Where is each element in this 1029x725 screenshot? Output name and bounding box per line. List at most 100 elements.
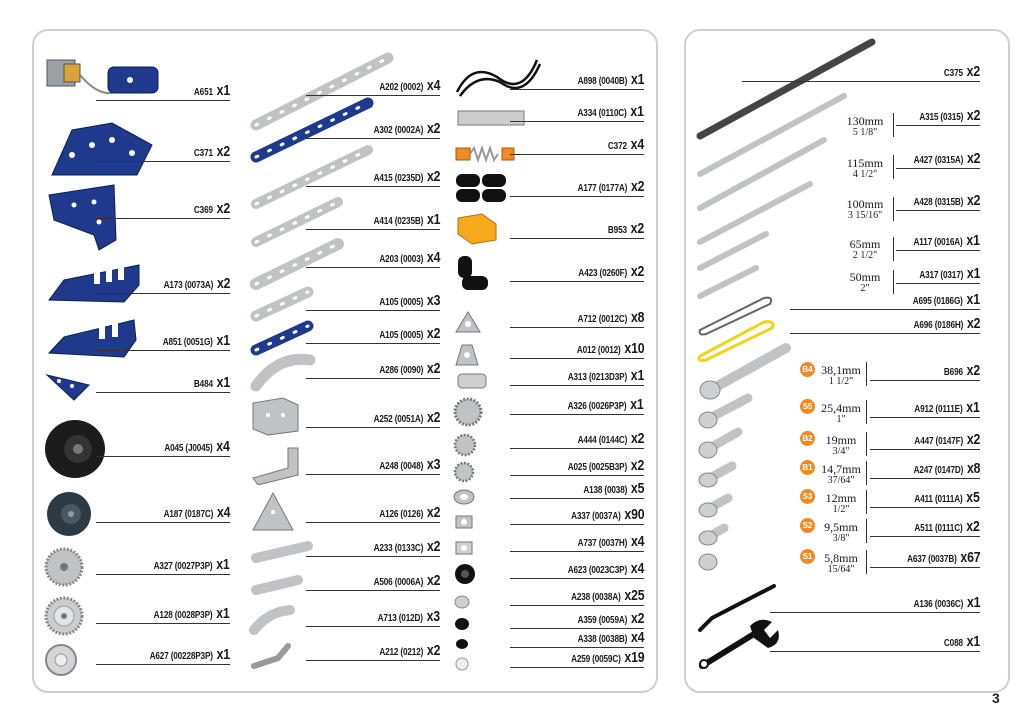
part-row: A511 (0111C) x2 [870, 518, 980, 537]
part-code: A317 (0317) x1 [919, 265, 980, 282]
part-code: A177 (0177A) x2 [577, 178, 644, 195]
part-code: A623 (0023C3P) x4 [567, 560, 645, 577]
part-code: B696 x2 [943, 362, 980, 379]
part-row: A212 (0212) x2 [306, 642, 440, 661]
part-code: A302 (0002A) x2 [373, 120, 440, 137]
part-code: A423 (0260F) x2 [578, 263, 644, 280]
part-row: A415 (0235D) x2 [306, 168, 440, 187]
wheel-icon [47, 492, 91, 536]
coupling-icon [458, 256, 488, 290]
part-row: A447 (0147F) x2 [870, 431, 980, 450]
part-row: A326 (0026P3P) x1 [510, 396, 644, 415]
bolt-icon [698, 461, 737, 488]
size-badge: S5 [800, 399, 815, 414]
part-row: A334 (0110C) x1 [510, 103, 644, 122]
part-code: A427 (0315A) x2 [913, 150, 980, 167]
bolt-icon [698, 523, 729, 546]
part-code: A511 (0111C) x2 [914, 518, 980, 535]
part-row: A627 (00228P3P) x1 [96, 646, 230, 665]
part-row: A851 (0051G) x1 [96, 332, 230, 351]
strip-icon [250, 52, 394, 131]
part-row: C375 x2 [742, 63, 980, 82]
divider [866, 461, 868, 485]
divider [866, 519, 868, 543]
size-badge: S1 [800, 549, 815, 564]
part-row: A105 (0005) x2 [306, 325, 440, 344]
part-code: A173 (0073A) x2 [163, 275, 230, 292]
part-code: B953 x2 [607, 220, 644, 237]
divider [866, 362, 868, 386]
rod-icon [697, 93, 847, 177]
divider [893, 197, 895, 221]
bush-icon [455, 618, 469, 630]
plate-icon [252, 491, 294, 531]
part-code: A105 (0005) x2 [379, 325, 440, 342]
divider [866, 432, 868, 456]
part-code: A415 (0235D) x2 [373, 168, 440, 185]
part-code: A105 (0005) x3 [379, 292, 440, 309]
collar-icon [457, 373, 487, 389]
bracket-icon [455, 311, 481, 333]
divider [893, 113, 895, 137]
belt-icon [698, 296, 773, 336]
part-row: A428 (0315B) x2 [896, 192, 980, 211]
wheel-icon [45, 420, 105, 478]
part-row: A414 (0235B) x1 [306, 211, 440, 230]
part-row: A423 (0260F) x2 [510, 263, 644, 282]
gear-icon [453, 397, 483, 427]
size-badge: B4 [800, 362, 815, 377]
part-code: A315 (0315) x2 [919, 107, 980, 124]
gear-icon [453, 461, 475, 483]
part-code: C371 x2 [193, 143, 230, 160]
part-code: C369 x2 [193, 200, 230, 217]
block-icon [457, 213, 497, 245]
divider [866, 550, 868, 574]
part-code: A233 (0133C) x2 [373, 538, 440, 555]
part-row: A238 (0038A) x25 [510, 587, 644, 606]
part-row: A286 (0090) x2 [306, 360, 440, 379]
part-row: A506 (0006A) x2 [306, 572, 440, 591]
part-row: A117 (0016A) x1 [896, 232, 980, 251]
nut-icon [455, 515, 473, 529]
part-row: A173 (0073A) x2 [96, 275, 230, 294]
size-badge: B1 [800, 460, 815, 475]
part-row: A138 (0038) x5 [510, 480, 644, 499]
part-code: A851 (0051G) x1 [162, 332, 230, 349]
washer-icon [454, 595, 470, 609]
part-row: A302 (0002A) x2 [306, 120, 440, 139]
size-badge: B2 [800, 431, 815, 446]
part-row: C369 x2 [96, 200, 230, 219]
part-row: A315 (0315) x2 [896, 107, 980, 126]
divider [866, 490, 868, 514]
part-code: C372 x4 [607, 136, 644, 153]
part-code: A128 (0028P3P) x1 [154, 605, 230, 622]
part-code: A414 (0235B) x1 [373, 211, 440, 228]
part-code: A444 (0144C) x2 [577, 430, 644, 447]
washer-icon [453, 489, 475, 505]
part-row: B696 x2 [870, 362, 980, 381]
part-row: A259 (0059C) x19 [510, 649, 644, 668]
part-row: B484 x1 [96, 374, 230, 393]
part-code: A138 (0038) x5 [583, 480, 644, 497]
rod-icon [696, 38, 876, 140]
plate-icon [48, 184, 117, 251]
part-row: A317 (0317) x1 [896, 265, 980, 284]
bolt-icon [698, 553, 718, 571]
part-code: A248 (0048) x3 [379, 456, 440, 473]
part-row: C088 x1 [770, 633, 980, 652]
strip-icon [251, 541, 313, 563]
plate-icon [252, 397, 299, 436]
rod-icon [697, 231, 769, 271]
part-row: A444 (0144C) x2 [510, 430, 644, 449]
part-code: C088 x1 [943, 633, 980, 650]
part-row: A637 (0037B) x67 [870, 549, 980, 568]
part-code: B484 x1 [193, 374, 230, 391]
belt-icon [697, 320, 775, 362]
strip-icon [250, 353, 316, 392]
part-code: A411 (0111A) x5 [914, 489, 980, 506]
part-row: A712 (0012C) x8 [510, 309, 644, 328]
